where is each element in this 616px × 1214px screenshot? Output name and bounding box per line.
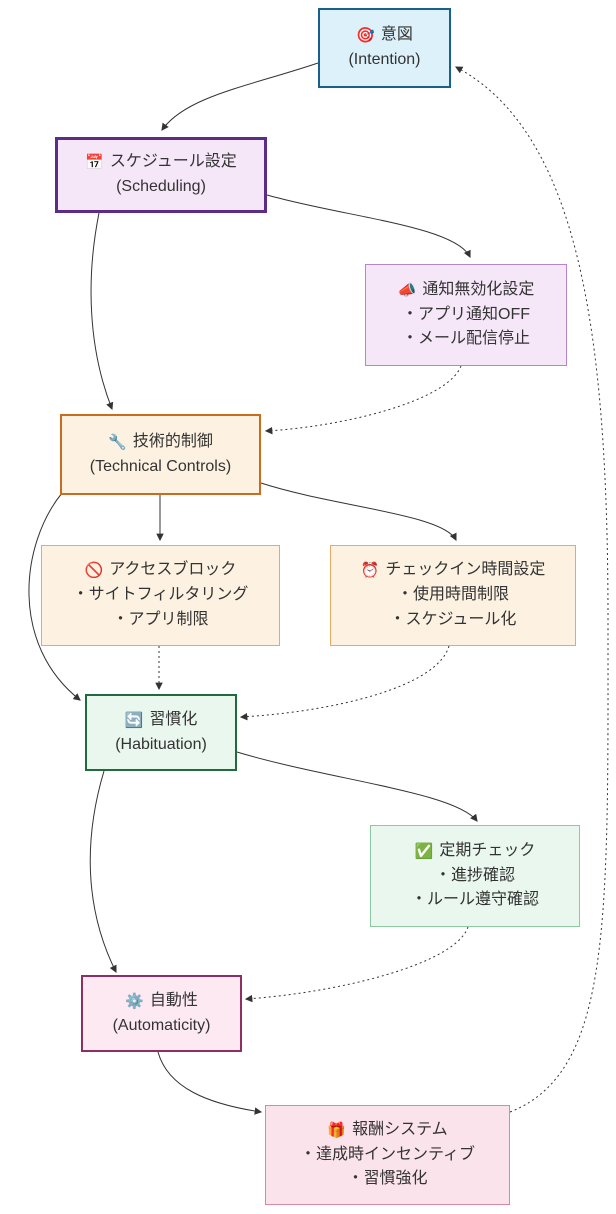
node-bullet: ・アプリ制限 (112, 610, 209, 628)
node-habituation: 🔄 習慣化 (Habituation) (85, 694, 237, 771)
node-bullet: ・進捗確認 (434, 866, 515, 884)
node-subtitle: (Technical Controls) (89, 457, 232, 475)
node-periodic-check: ✅ 定期チェック ・進捗確認 ・ルール遵守確認 (370, 825, 580, 927)
node-title: 習慣化 (149, 710, 198, 728)
check-mark-icon: ✅ (414, 842, 434, 860)
node-bullet: ・メール配信停止 (401, 330, 530, 348)
node-bullet: ・ルール遵守確認 (410, 891, 539, 909)
node-automaticity: ⚙️ 自動性 (Automaticity) (81, 975, 242, 1052)
wrench-icon: 🔧 (108, 433, 127, 451)
target-icon: 🎯 (356, 27, 375, 45)
node-subtitle: (Intention) (348, 51, 421, 68)
edge-checkin-habituation (239, 645, 450, 721)
node-scheduling: 📅 スケジュール設定 (Scheduling) (55, 137, 267, 213)
edge-periodic-automaticity (244, 926, 469, 1003)
node-title: 報酬システム (352, 1120, 448, 1138)
node-bullet: ・習慣強化 (347, 1170, 428, 1188)
node-bullet: ・スケジュール化 (389, 610, 517, 628)
node-technical-controls: 🔧 技術的制御 (Technical Controls) (60, 414, 261, 495)
node-subtitle: (Scheduling) (116, 178, 206, 195)
node-bullet: ・使用時間制限 (396, 586, 509, 604)
edge-scheduling-technical (90, 212, 114, 411)
megaphone-icon: 📣 (397, 281, 417, 299)
node-title: 意図 (380, 26, 413, 44)
node-title: 定期チェック (439, 841, 536, 859)
node-subtitle: (Automaticity) (112, 1016, 211, 1034)
edge-notification-technical (264, 365, 462, 435)
prohibited-icon: 🚫 (84, 562, 104, 580)
edge-habituation-periodic (236, 751, 478, 822)
edge-scheduling-notification (266, 194, 471, 259)
node-intention: 🎯 意図 (Intention) (318, 8, 451, 88)
cycle-arrows-icon: 🔄 (124, 711, 144, 729)
node-bullet: ・達成時インセンティブ (299, 1145, 476, 1163)
node-bullet: ・アプリ通知OFF (402, 305, 530, 323)
gift-icon: 🎁 (327, 1121, 347, 1139)
node-title: アクセスブロック (109, 561, 237, 579)
alarm-clock-icon: ⏰ (360, 562, 380, 580)
node-bullet: ・サイトフィルタリング (72, 586, 249, 604)
edge-technical-checkin (260, 482, 457, 542)
gear-icon: ⚙️ (125, 992, 144, 1010)
node-reward-system: 🎁 報酬システム ・達成時インセンティブ ・習慣強化 (265, 1105, 510, 1205)
node-title: スケジュール設定 (109, 153, 237, 171)
node-title: 通知無効化設定 (422, 280, 535, 298)
node-title: チェックイン時間設定 (385, 561, 546, 579)
node-checkin-time: ⏰ チェックイン時間設定 ・使用時間制限 ・スケジュール化 (330, 545, 576, 646)
calendar-icon: 📅 (85, 154, 104, 172)
edge-automaticity-reward (157, 1051, 263, 1115)
edge-intention-scheduling (161, 62, 319, 131)
node-title: 自動性 (149, 991, 198, 1009)
node-access-block: 🚫 アクセスブロック ・サイトフィルタリング ・アプリ制限 (41, 545, 280, 646)
node-subtitle: (Habituation) (115, 735, 207, 753)
edge-habituation-automaticity (89, 770, 117, 974)
node-title: 技術的制御 (132, 432, 213, 450)
node-notification-settings: 📣 通知無効化設定 ・アプリ通知OFF ・メール配信停止 (365, 264, 567, 366)
